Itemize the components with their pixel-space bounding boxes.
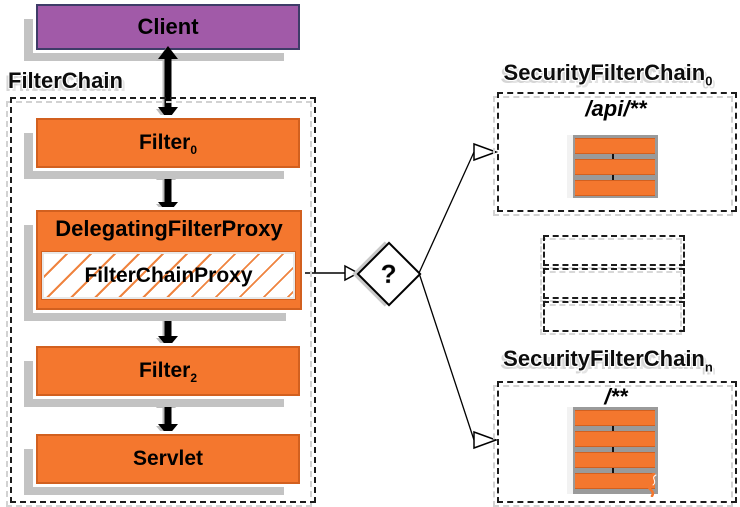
filter-bar-stack-n bbox=[567, 407, 658, 494]
filter-bar bbox=[575, 159, 655, 175]
filter-bar bbox=[575, 452, 655, 468]
security-filter-chain-n-title: SecurityFilterChainn bbox=[503, 346, 713, 375]
security-filter-chain-n-box bbox=[497, 381, 737, 503]
delegating-filter-proxy-label: DelegatingFilterProxy bbox=[55, 216, 283, 241]
filter2-label: Filter2 bbox=[138, 359, 198, 386]
filter-bar bbox=[575, 473, 655, 489]
filter-chain-proxy-label: FilterChainProxy bbox=[84, 263, 253, 287]
squiggle-mark-icon bbox=[647, 473, 657, 497]
bar-stack-highlight bbox=[567, 135, 573, 198]
ellipsis-chain-box bbox=[543, 301, 685, 332]
double-arrow-icon bbox=[158, 304, 178, 348]
filter-chain-proxy-box: FilterChainProxy bbox=[42, 252, 295, 299]
filterchain-container bbox=[10, 97, 316, 503]
filter-bar bbox=[575, 180, 655, 196]
question-mark-label: ? bbox=[381, 258, 397, 289]
servlet-box: Servlet bbox=[36, 434, 300, 484]
bar-connector-tick bbox=[612, 154, 614, 159]
servlet-label: Servlet bbox=[132, 447, 204, 470]
filter-bar bbox=[575, 410, 655, 426]
filter0-label: Filter0 bbox=[138, 131, 198, 158]
more-chains-ellipsis bbox=[543, 235, 685, 335]
security-filter-chain-0-title: SecurityFilterChain0 bbox=[503, 60, 713, 89]
bar-connector-tick bbox=[612, 468, 614, 473]
url-pattern-all: /** bbox=[604, 384, 628, 409]
filter2-box: Filter2 bbox=[36, 346, 300, 396]
decision-diamond: ? bbox=[356, 241, 422, 307]
double-arrow-icon bbox=[158, 394, 178, 436]
bar-connector-tick bbox=[612, 175, 614, 180]
filter-bar-stack-0 bbox=[567, 135, 658, 198]
filter-bar bbox=[575, 138, 655, 154]
double-arrow-icon bbox=[158, 46, 178, 120]
ellipsis-chain-box bbox=[543, 268, 685, 299]
bar-stack-highlight bbox=[567, 407, 573, 494]
url-pattern-api: /api/** bbox=[585, 96, 647, 121]
client-box: Client bbox=[36, 4, 300, 50]
bar-connector-tick bbox=[612, 426, 614, 431]
security-filter-chain-0-box bbox=[497, 92, 737, 212]
filter-bar bbox=[575, 431, 655, 447]
filter0-box: Filter0 bbox=[36, 118, 300, 168]
client-label: Client bbox=[137, 14, 199, 39]
filterchain-title: FilterChain bbox=[8, 68, 123, 93]
double-arrow-icon bbox=[158, 166, 178, 214]
ellipsis-chain-box bbox=[543, 235, 685, 266]
bar-connector-tick bbox=[612, 447, 614, 452]
